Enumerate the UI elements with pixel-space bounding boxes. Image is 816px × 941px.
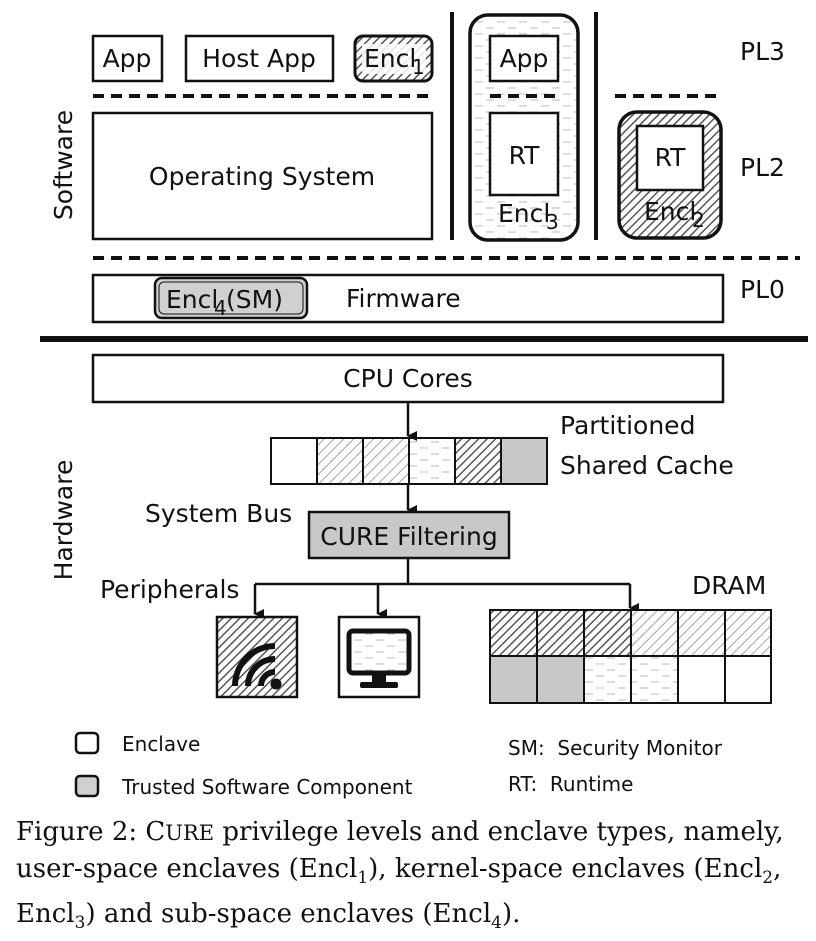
wifi-icon	[232, 643, 282, 690]
caption-prefix: Figure 2:	[16, 817, 146, 847]
cache-label-line1: Partitioned	[560, 411, 695, 440]
monitor-icon	[346, 628, 412, 688]
cpu-cores-label: CPU Cores	[343, 364, 473, 393]
dram-grid	[489, 609, 772, 704]
pl2-label: PL2	[740, 153, 785, 182]
dram-label: DRAM	[692, 571, 766, 600]
cpu-cores-box	[91, 353, 725, 404]
host-app-box	[184, 34, 335, 83]
pl3-label: PL3	[740, 37, 785, 66]
wireless-peripheral	[215, 615, 299, 699]
figure-caption: Figure 2: CURE privilege levels and encl…	[16, 814, 811, 941]
encl1-subscript: 1	[412, 55, 425, 79]
caption-text-4: ) and sub-space enclaves (Encl	[85, 899, 492, 930]
rt-right-box	[635, 124, 705, 192]
host-app-label: Host App	[202, 44, 316, 73]
cache-partition	[362, 437, 410, 485]
caption-text-2: ), kernel-space enclaves (Encl	[368, 854, 763, 884]
pl0-label: PL0	[740, 275, 785, 304]
cache-partition	[270, 437, 318, 485]
dram-cell	[489, 655, 538, 704]
cache-partition	[408, 437, 456, 485]
caption-text-3: , Encl	[16, 854, 782, 930]
operating-system-label: Operating System	[149, 162, 375, 191]
app-label: App	[103, 44, 152, 73]
legend-trusted-swatch	[74, 774, 100, 798]
encl3-label: Encl	[498, 199, 550, 228]
operating-system-box	[91, 111, 434, 241]
cache-partition	[316, 437, 364, 485]
encl4-label: Encl	[166, 285, 218, 314]
cure-filtering-box	[307, 510, 511, 560]
cure-filtering-label: CURE Filtering	[320, 522, 497, 551]
dram-cell	[583, 609, 632, 657]
cache-partition	[500, 437, 548, 485]
cache-label-line2: Shared Cache	[560, 451, 734, 480]
cure-architecture-diagram: Software App Host App Encl 1 Operating S…	[40, 12, 808, 799]
cache-partition	[454, 437, 502, 485]
caption-sub-3: 3	[74, 913, 86, 934]
rt-mid-box	[488, 111, 560, 197]
encl1-label-bg	[362, 44, 426, 74]
partitioned-shared-cache	[270, 437, 548, 485]
caption-sub-4: 4	[491, 913, 502, 934]
encl3-subscript: 3	[546, 210, 559, 234]
dram-cell	[724, 609, 772, 657]
legend-trusted-label: Trusted Software Component	[121, 775, 413, 799]
caption-text-1: privilege levels and enclave types, name…	[16, 817, 784, 884]
app-box	[91, 34, 164, 83]
encl4-suffix: (SM)	[226, 285, 283, 314]
software-section-label: Software	[49, 110, 78, 220]
rt-right-label: RT	[655, 143, 687, 172]
legend-enclave-label: Enclave	[122, 732, 200, 756]
encl4-sm-inner-border	[158, 281, 304, 315]
caption-text-5: ).	[501, 899, 521, 930]
firmware-label: Firmware	[346, 284, 461, 313]
caption-cure-rest: URE	[165, 821, 215, 845]
dram-cell	[677, 609, 726, 657]
encl4-sm-box	[153, 276, 309, 320]
dram-cell	[489, 609, 538, 657]
legend-sm-label: SM: Security Monitor	[508, 736, 723, 760]
dram-cell	[536, 655, 585, 704]
dram-cell	[677, 655, 726, 704]
encl4-subscript: 4	[214, 296, 227, 320]
encl2-subscript: 2	[692, 208, 705, 232]
caption-sub-1: 1	[357, 868, 369, 889]
dram-cell	[630, 655, 679, 704]
system-bus-label: System Bus	[145, 499, 292, 528]
dram-cell	[536, 609, 585, 657]
encl1-label: Encl	[364, 44, 416, 73]
caption-cure-initial: C	[145, 817, 166, 847]
dram-cell	[583, 655, 632, 704]
caption-sub-2: 2	[762, 868, 774, 889]
legend-enclave-swatch	[74, 731, 100, 755]
hardware-section-label: Hardware	[49, 460, 78, 581]
rt-mid-label: RT	[509, 141, 541, 170]
app-mid-label: App	[500, 44, 549, 73]
peripherals-label: Peripherals	[100, 575, 239, 604]
encl2-label: Encl	[644, 197, 696, 226]
dram-cell	[724, 655, 772, 704]
legend-rt-label: RT: Runtime	[508, 772, 633, 796]
app-mid-box	[488, 34, 560, 83]
dram-cell	[630, 609, 679, 657]
